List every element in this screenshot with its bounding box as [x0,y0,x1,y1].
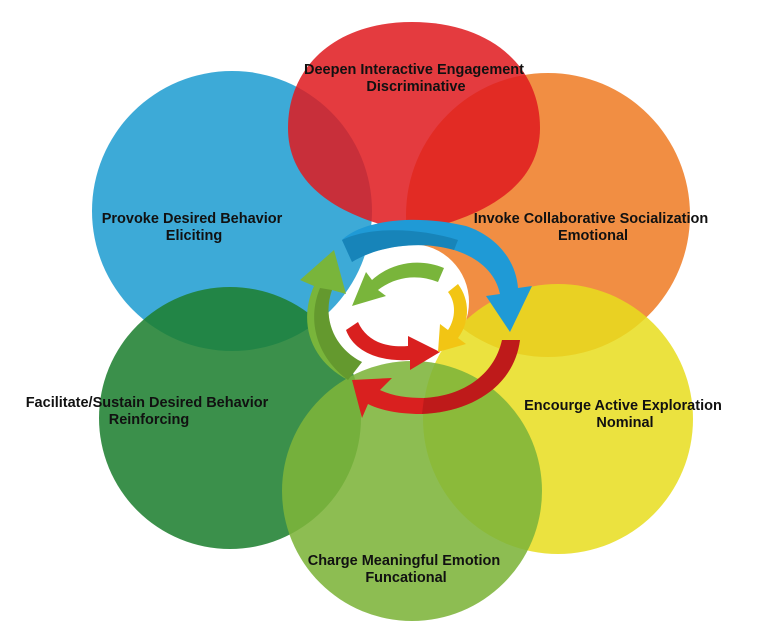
label-title: Deepen Interactive Engagement [304,62,524,78]
label-title: Charge Meaningful Emotion [308,553,501,569]
label-eliciting: Provoke Desired Behavior Eliciting [102,211,287,244]
inner-yellow-cycle-arrow [438,284,467,352]
label-subtitle: Nominal [596,415,653,431]
label-subtitle: Eliciting [166,228,222,244]
petal-red-discriminative [288,22,540,232]
label-subtitle: Funcational [365,570,446,586]
label-discriminative: Deepen Interactive Engagement Discrimina… [304,62,528,95]
green-cycle-arrow-edge [314,288,362,380]
petal-labels: Deepen Interactive Engagement Discrimina… [26,62,726,586]
blue-cycle-arrow-edge [342,230,458,262]
petals-group [92,22,693,621]
label-subtitle: Emotional [558,228,628,244]
label-nominal: Encourge Active Exploration Nominal [524,398,726,431]
label-title: Facilitate/Sustain Desired Behavior [26,395,269,411]
red-cycle-arrow [352,340,520,418]
green-cycle-arrow [300,250,362,380]
label-title: Provoke Desired Behavior [102,211,283,227]
inner-green-cycle-arrow [352,262,444,306]
label-emotional: Invoke Collaborative Socialization Emoti… [474,211,713,244]
label-subtitle: Reinforcing [109,412,190,428]
label-title: Invoke Collaborative Socialization [474,211,708,227]
label-reinforcing: Facilitate/Sustain Desired Behavior Rein… [26,395,273,428]
cycle-arrows [300,219,532,418]
label-subtitle: Discriminative [366,79,465,95]
label-funcational: Charge Meaningful Emotion Funcational [308,553,505,586]
label-title: Encourge Active Exploration [524,398,722,414]
petal-light-green-funcational [282,361,542,621]
inner-red-cycle-arrow [346,322,440,370]
red-cycle-arrow-edge [422,340,520,414]
